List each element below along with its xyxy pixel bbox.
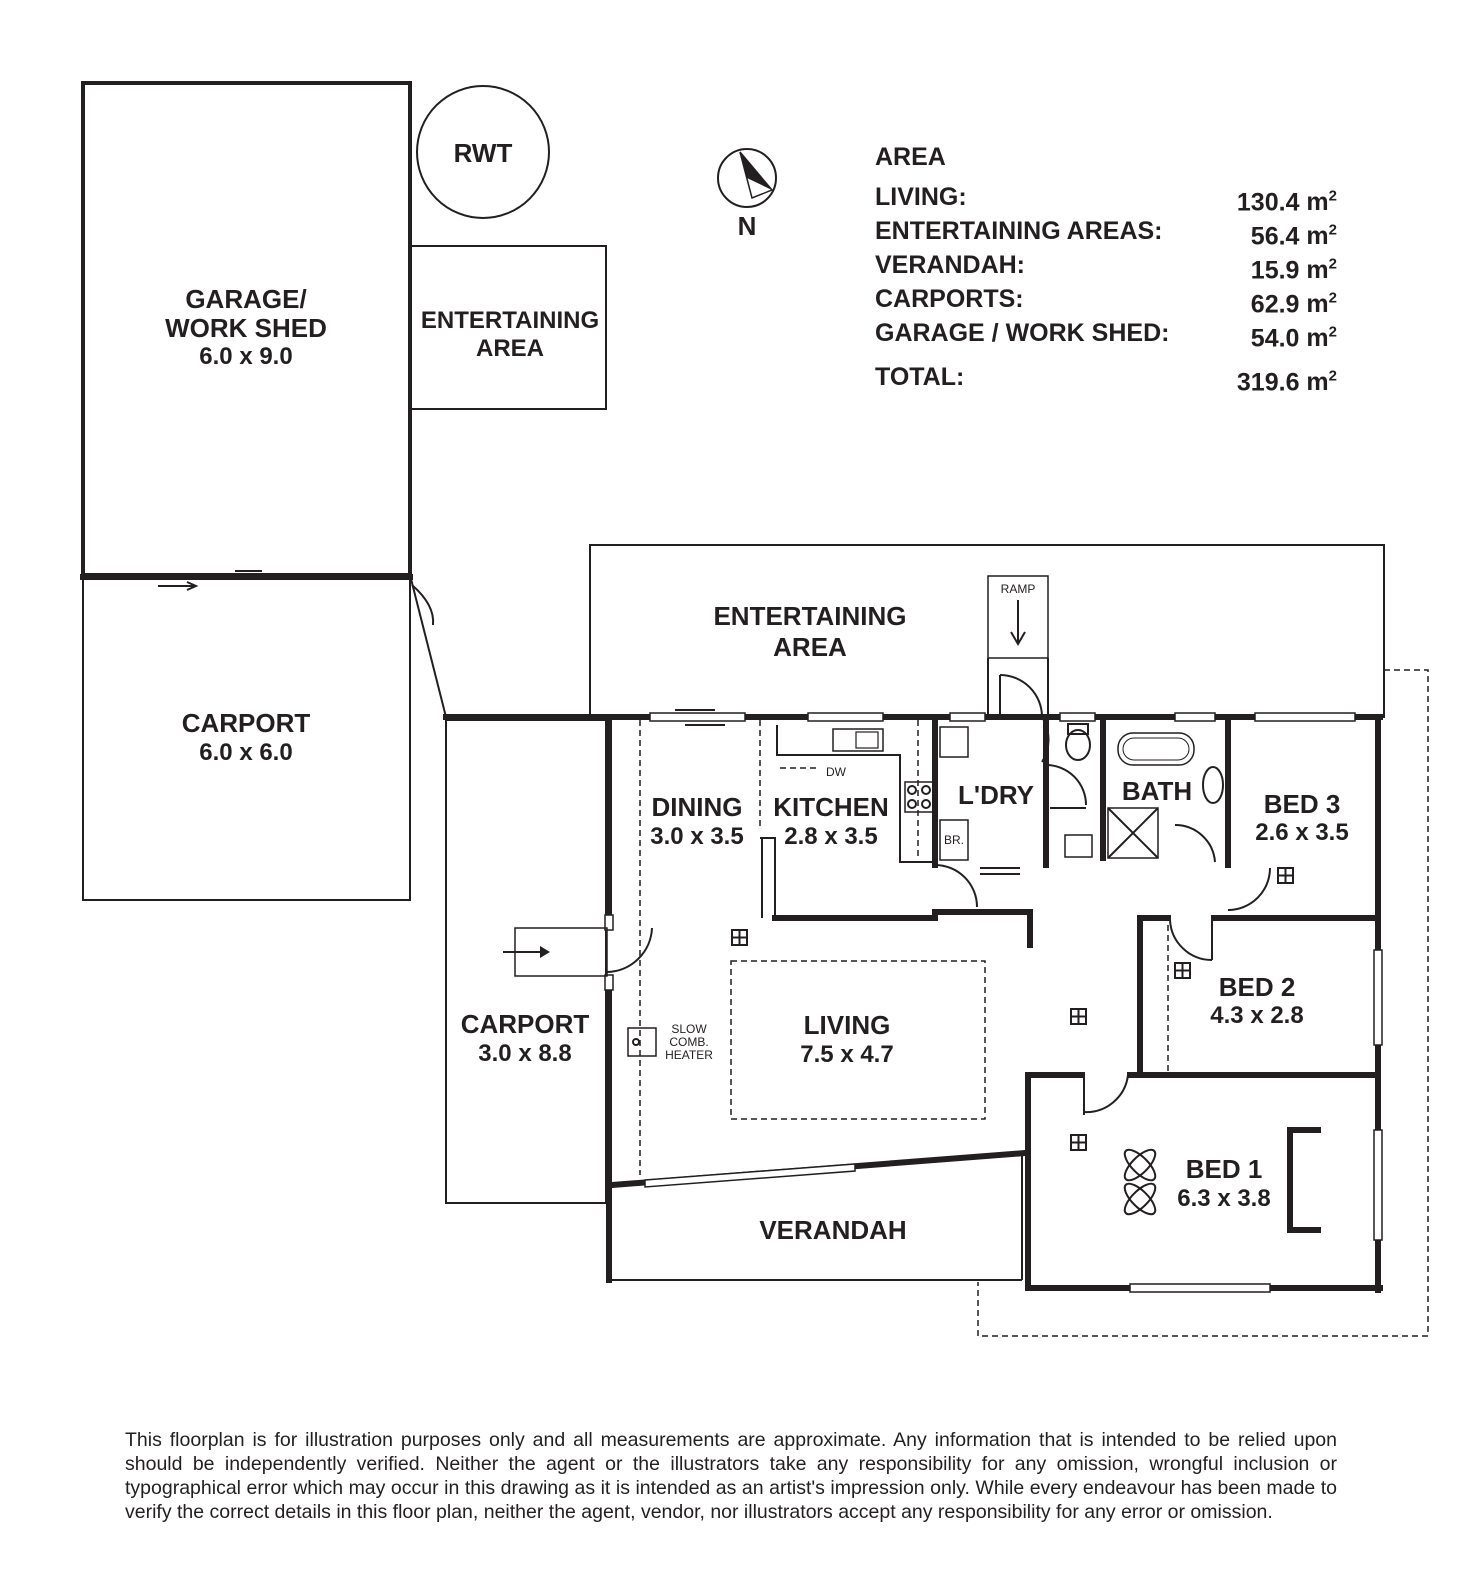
carport-top-dimensions: 6.0 x 6.0 <box>199 739 292 766</box>
vent-icon <box>1070 1008 1087 1025</box>
garage-dimensions: 6.0 x 9.0 <box>199 343 292 370</box>
carport-side-dimensions: 3.0 x 8.8 <box>478 1040 571 1067</box>
carport-top-label: CARPORT <box>182 708 311 738</box>
area-row-carports: CARPORTS: 62.9 m2 <box>875 282 1345 318</box>
area-row-label: ENTERTAINING AREAS: <box>875 217 1163 245</box>
kitchen-label: KITCHEN <box>773 792 889 822</box>
area-total-label: TOTAL: <box>875 363 965 391</box>
area-summary: AREA LIVING: 130.4 m2 ENTERTAINING AREAS… <box>875 140 1345 396</box>
area-row-total: TOTAL: 319.6 m2 <box>875 360 1345 396</box>
toilet-icon <box>1065 729 1091 761</box>
area-title: AREA <box>875 143 946 171</box>
garage-label-line2: WORK SHED <box>165 313 327 343</box>
toilet-basin-icon <box>1064 834 1093 858</box>
verandah-label: VERANDAH <box>759 1215 906 1245</box>
fixtures: DW BR. <box>627 723 1321 1233</box>
area-row-value: 56.4 m2 <box>1250 222 1337 251</box>
laundry-label: L'DRY <box>958 780 1034 810</box>
ramp-label: RAMP <box>1001 582 1036 596</box>
vent-icon <box>1277 867 1294 884</box>
room-labels: DINING 3.0 x 3.5 KITCHEN 2.8 x 3.5 L'DRY… <box>461 776 1349 1245</box>
area-row-value: 15.9 m2 <box>1250 256 1337 285</box>
living-label: LIVING <box>804 1010 891 1040</box>
dining-dimensions: 3.0 x 3.5 <box>650 823 743 850</box>
windows <box>604 712 1383 1293</box>
broom-cupboard <box>939 819 969 861</box>
living-dimensions: 7.5 x 4.7 <box>800 1041 893 1068</box>
heater-label-line3: HEATER <box>665 1048 713 1062</box>
bed3-label: BED 3 <box>1264 789 1341 819</box>
area-row-value: 54.0 m2 <box>1250 324 1337 353</box>
shower-icon <box>1107 807 1159 859</box>
area-row-value: 130.4 m2 <box>1236 188 1337 217</box>
garage-work-shed: GARAGE/ WORK SHED 6.0 x 9.0 <box>80 81 413 591</box>
doors <box>503 674 1271 1115</box>
entertaining-area-main: ENTERTAINING AREA <box>589 544 1385 718</box>
bed1-dimensions: 6.3 x 3.8 <box>1177 1185 1270 1212</box>
vent-icon <box>731 929 748 946</box>
carport-side-label: CARPORT <box>461 1009 590 1039</box>
dishwasher-label: DW <box>826 765 847 779</box>
entertaining-main-label-line2: AREA <box>773 632 847 662</box>
entertaining-small-label-line1: ENTERTAINING <box>421 307 599 334</box>
area-row-label: CARPORTS: <box>875 285 1024 313</box>
heater-icon <box>627 1027 657 1057</box>
ceiling-fan-icon <box>1123 1148 1157 1216</box>
entertaining-main-label-line1: ENTERTAINING <box>713 601 906 631</box>
bed2-label: BED 2 <box>1219 972 1296 1002</box>
area-row-garage: GARAGE / WORK SHED: 54.0 m2 <box>875 316 1345 352</box>
disclaimer-text: This floorplan is for illustration purpo… <box>125 1429 1337 1523</box>
area-row-entertaining: ENTERTAINING AREAS: 56.4 m2 <box>875 214 1345 250</box>
vent-icon <box>1174 962 1191 979</box>
area-row-label: VERANDAH: <box>875 251 1025 279</box>
area-row-label: LIVING: <box>875 183 967 211</box>
laundry-tub-icon <box>939 726 969 758</box>
rwt-label: RWT <box>454 138 513 168</box>
kitchen-sink-icon <box>832 728 884 752</box>
area-row-value: 62.9 m2 <box>1250 290 1337 319</box>
area-row-living: LIVING: 130.4 m2 <box>875 180 1345 216</box>
vent-icon <box>1070 1134 1087 1151</box>
carport-top: CARPORT 6.0 x 6.0 <box>82 574 447 901</box>
rainwater-tank: RWT <box>416 85 550 219</box>
bathtub-icon <box>1117 732 1195 766</box>
ramp: RAMP <box>987 575 1049 717</box>
heater-label-line1: SLOW <box>671 1022 707 1036</box>
dining-label: DINING <box>652 792 743 822</box>
north-arrow-icon: N <box>717 148 777 241</box>
vanity-basin-icon <box>1202 766 1224 804</box>
area-total-value: 319.6 m2 <box>1236 368 1337 397</box>
entertaining-area-small: ENTERTAINING AREA <box>409 245 607 410</box>
wardrobe-icon <box>1287 1127 1321 1233</box>
bed3-dimensions: 2.6 x 3.5 <box>1255 819 1348 846</box>
area-row-label: GARAGE / WORK SHED: <box>875 319 1170 347</box>
bed1-label: BED 1 <box>1186 1154 1263 1184</box>
garage-label-line1: GARAGE/ <box>185 284 306 314</box>
heater-label-line2: COMB. <box>669 1035 708 1049</box>
area-row-verandah: VERANDAH: 15.9 m2 <box>875 248 1345 284</box>
kitchen-dimensions: 2.8 x 3.5 <box>784 823 877 850</box>
compass-north-label: N <box>738 211 757 241</box>
cooktop-icon <box>904 781 934 813</box>
broom-cupboard-label: BR. <box>944 833 964 847</box>
bath-label: BATH <box>1122 776 1192 806</box>
bed2-dimensions: 4.3 x 2.8 <box>1210 1002 1303 1029</box>
entertaining-small-label-line2: AREA <box>476 335 544 362</box>
